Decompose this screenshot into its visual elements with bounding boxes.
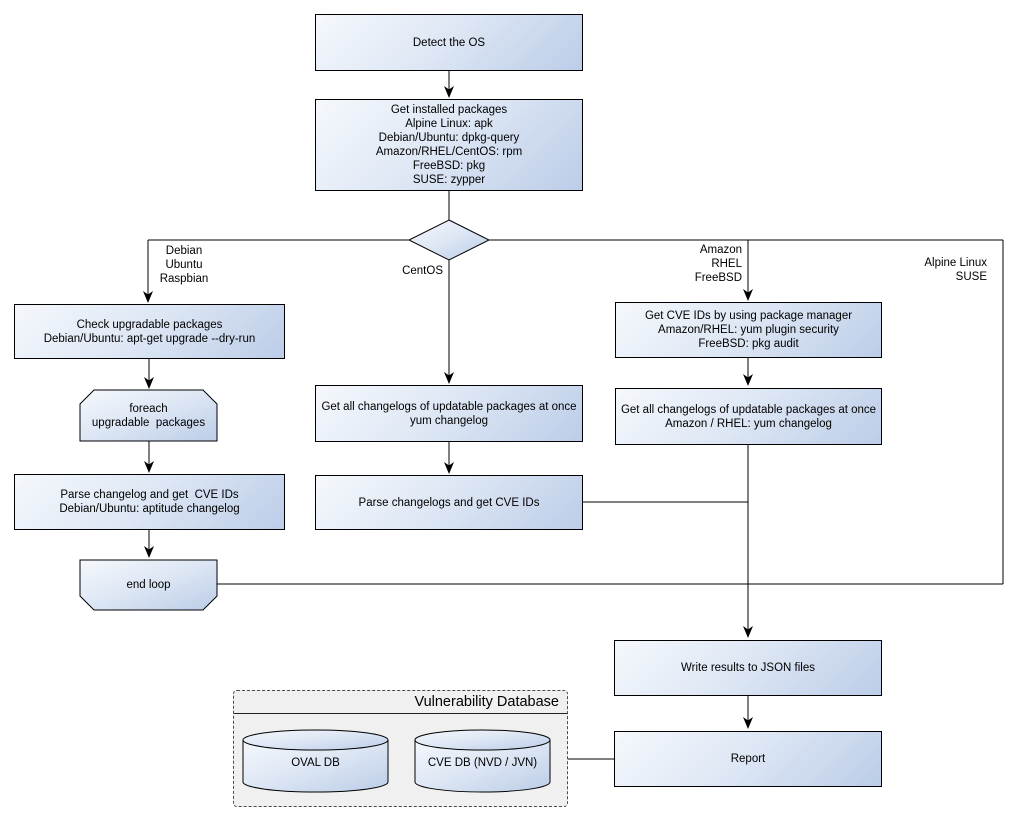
branch-label-centos: CentOS	[402, 265, 443, 277]
branch-label-debian: Debian Ubuntu Raspbian	[159, 245, 209, 285]
node-detect-os: Detect the OS	[315, 14, 583, 71]
node-get-installed-packages: Get installed packages Alpine Linux: apk…	[315, 99, 583, 191]
oval-db-cylinder	[242, 729, 389, 793]
node-parse-changelog-debian: Parse changelog and get CVE IDs Debian/U…	[14, 474, 285, 530]
node-changelogs-amazon-rhel: Get all changelogs of updatable packages…	[615, 388, 882, 445]
end-loop-label: end loop	[126, 579, 171, 591]
node-yum-changelog: Get all changelogs of updatable packages…	[315, 385, 583, 442]
node-parse-changelogs-centos: Parse changelogs and get CVE IDs	[315, 475, 583, 530]
foreach-loop-shape	[79, 389, 218, 442]
cve-db-label: CVE DB (NVD / JVN)	[427, 757, 538, 769]
node-get-cve-ids-package-manager: Get CVE IDs by using package manager Ama…	[615, 302, 882, 358]
oval-db-label: OVAL DB	[291, 757, 340, 769]
node-write-results-json: Write results to JSON files	[614, 640, 882, 696]
node-check-upgradable-packages: Check upgradable packages Debian/Ubuntu:…	[14, 304, 285, 359]
foreach-loop-label: foreach upgradable packages	[91, 402, 206, 429]
node-report: Report	[614, 731, 882, 787]
branch-label-alpine: Alpine Linux SUSE	[924, 257, 987, 283]
cve-db-cylinder	[414, 729, 551, 793]
vulnerability-database-title: Vulnerability Database	[234, 691, 567, 714]
branch-label-amazon: Amazon RHEL FreeBSD	[694, 244, 742, 284]
os-decision-diamond	[407, 219, 491, 261]
end-loop-shape	[79, 559, 218, 611]
